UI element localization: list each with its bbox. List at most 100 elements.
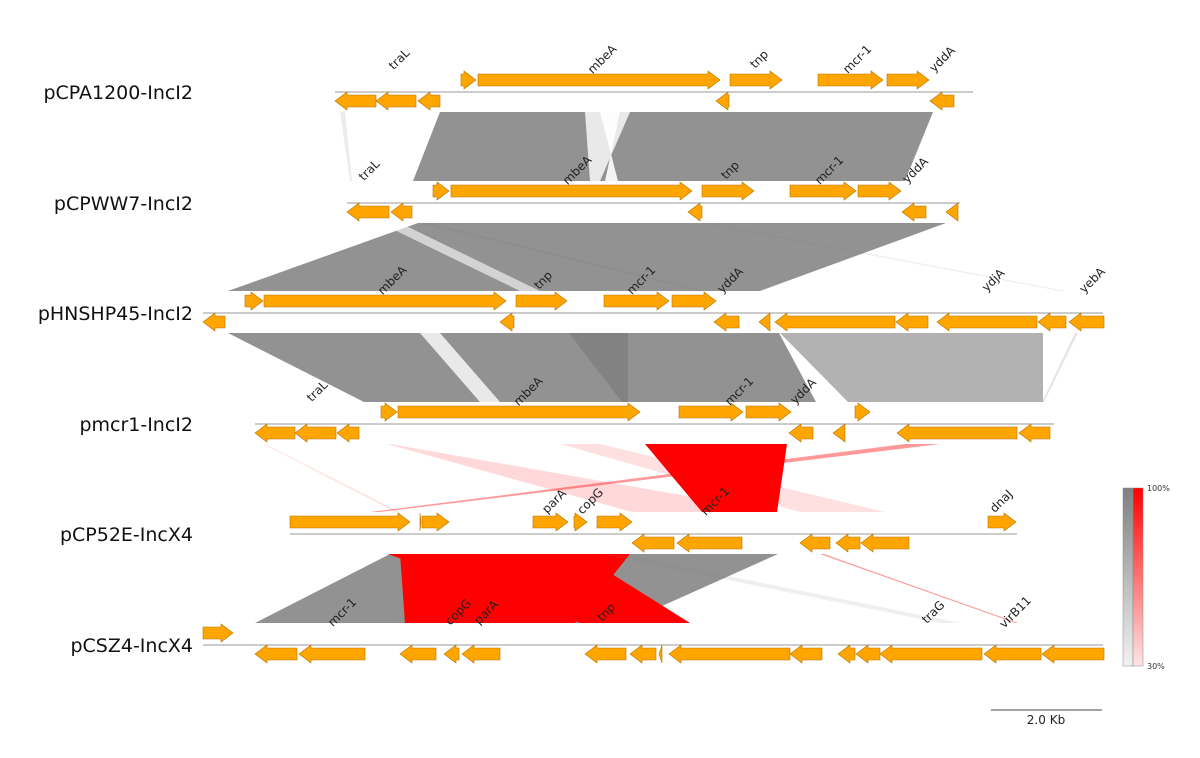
gene-arrow <box>294 423 337 443</box>
gene-label: traL <box>356 157 383 184</box>
gene-arrow <box>678 402 744 422</box>
gene-arrow <box>244 291 264 311</box>
track-label: pCPA1200-IncI2 <box>43 82 193 104</box>
gene-arrow <box>336 423 360 443</box>
gene-arrow <box>1068 312 1105 332</box>
gene-arrow <box>375 91 417 111</box>
gene-arrow <box>745 402 792 422</box>
gene-arrow <box>855 644 881 664</box>
homology-link <box>380 223 540 291</box>
gene-arrow <box>788 423 814 443</box>
gene-arrow <box>929 91 955 111</box>
homology-link <box>263 444 400 512</box>
homology-link <box>600 112 620 181</box>
gene-arrow <box>860 533 910 553</box>
homology-link <box>700 223 1066 291</box>
homology-link <box>569 333 816 402</box>
gene-label: yddA <box>926 43 958 75</box>
gene-arrow <box>515 291 568 311</box>
track-label: pCSZ4-IncX4 <box>70 635 193 657</box>
homology-link <box>400 554 630 623</box>
gene-arrow <box>879 644 983 664</box>
gene-arrow <box>901 202 927 222</box>
gene-arrow <box>799 533 831 553</box>
gene-arrow <box>658 644 663 664</box>
homology-link <box>413 112 933 181</box>
gene-arrow <box>729 70 783 90</box>
gene-arrow <box>945 202 959 222</box>
gene-arrow <box>532 512 569 532</box>
gene-arrow <box>671 291 717 311</box>
gene-arrow <box>346 202 390 222</box>
gene-arrow <box>631 533 675 553</box>
gene-arrow <box>298 644 366 664</box>
gene-arrow <box>432 181 450 201</box>
gene-arrow <box>789 644 823 664</box>
gene-arrow <box>596 512 633 532</box>
gene-arrow <box>443 644 460 664</box>
gene-arrow <box>419 512 422 532</box>
homology-link <box>387 444 778 512</box>
gene-arrow <box>202 312 226 332</box>
track-label: pmcr1-IncI2 <box>79 414 193 436</box>
gene-arrow <box>837 644 856 664</box>
gene-arrow <box>460 70 477 90</box>
gene-arrow <box>854 402 871 422</box>
track-label: pCP52E-IncX4 <box>60 524 193 546</box>
backbones <box>203 91 1103 646</box>
gene-arrow <box>1018 423 1051 443</box>
scale-bar: 2.0 Kb <box>991 709 1102 727</box>
homology-link <box>420 223 705 291</box>
gene-arrow <box>886 70 930 90</box>
gene-arrow <box>676 533 743 553</box>
track-label: pHNSHP45-IncI2 <box>38 303 193 325</box>
gene-arrow <box>254 644 298 664</box>
gene-arrow <box>573 512 588 532</box>
gene-arrow <box>896 423 1018 443</box>
gene-arrow <box>1041 644 1105 664</box>
gene-label: mbeA <box>585 41 620 76</box>
gene-arrow <box>857 181 902 201</box>
gene-arrow <box>380 402 398 422</box>
gene-arrow <box>701 181 755 201</box>
gene-arrow <box>713 312 740 332</box>
homology-link <box>820 554 1018 623</box>
gene-arrow <box>832 423 846 443</box>
gene-arrow <box>450 181 693 201</box>
homology-link <box>228 333 628 402</box>
homology-links <box>228 112 1078 623</box>
homology-link <box>370 444 940 512</box>
gene-arrow <box>789 181 857 201</box>
track-label: pCPWW7-IncI2 <box>54 193 193 215</box>
gene-arrow <box>254 423 296 443</box>
gene-arrow <box>835 533 861 553</box>
homology-link <box>420 333 500 402</box>
gene-label: tnp <box>747 47 771 71</box>
gene-arrow <box>687 202 703 222</box>
gene-arrow <box>399 644 437 664</box>
gene-arrow <box>987 512 1017 532</box>
homology-link <box>780 333 1043 402</box>
identity-legend-max-label: 100% <box>1147 484 1170 493</box>
homology-link <box>228 223 946 291</box>
gene-arrow <box>774 312 896 332</box>
gene-arrow <box>417 91 441 111</box>
gene-arrow <box>1037 312 1067 332</box>
gene-arrow <box>263 291 507 311</box>
identity-legend-min-label: 30% <box>1147 662 1165 671</box>
gene-arrow <box>817 70 884 90</box>
gene-arrow <box>715 91 730 111</box>
homology-link <box>600 554 960 623</box>
gene-arrow <box>983 644 1042 664</box>
identity-legend-bar-red <box>1132 487 1144 667</box>
gene-arrow <box>202 623 234 643</box>
gene-arrow <box>461 644 501 664</box>
gene-arrow <box>629 644 657 664</box>
gene-arrow <box>397 402 641 422</box>
gene-label: traL <box>386 46 413 73</box>
gene-arrow <box>936 312 1038 332</box>
gene-arrow <box>758 312 771 332</box>
identity-legend: 100% 30% <box>1122 484 1170 671</box>
homology-link <box>560 444 885 512</box>
